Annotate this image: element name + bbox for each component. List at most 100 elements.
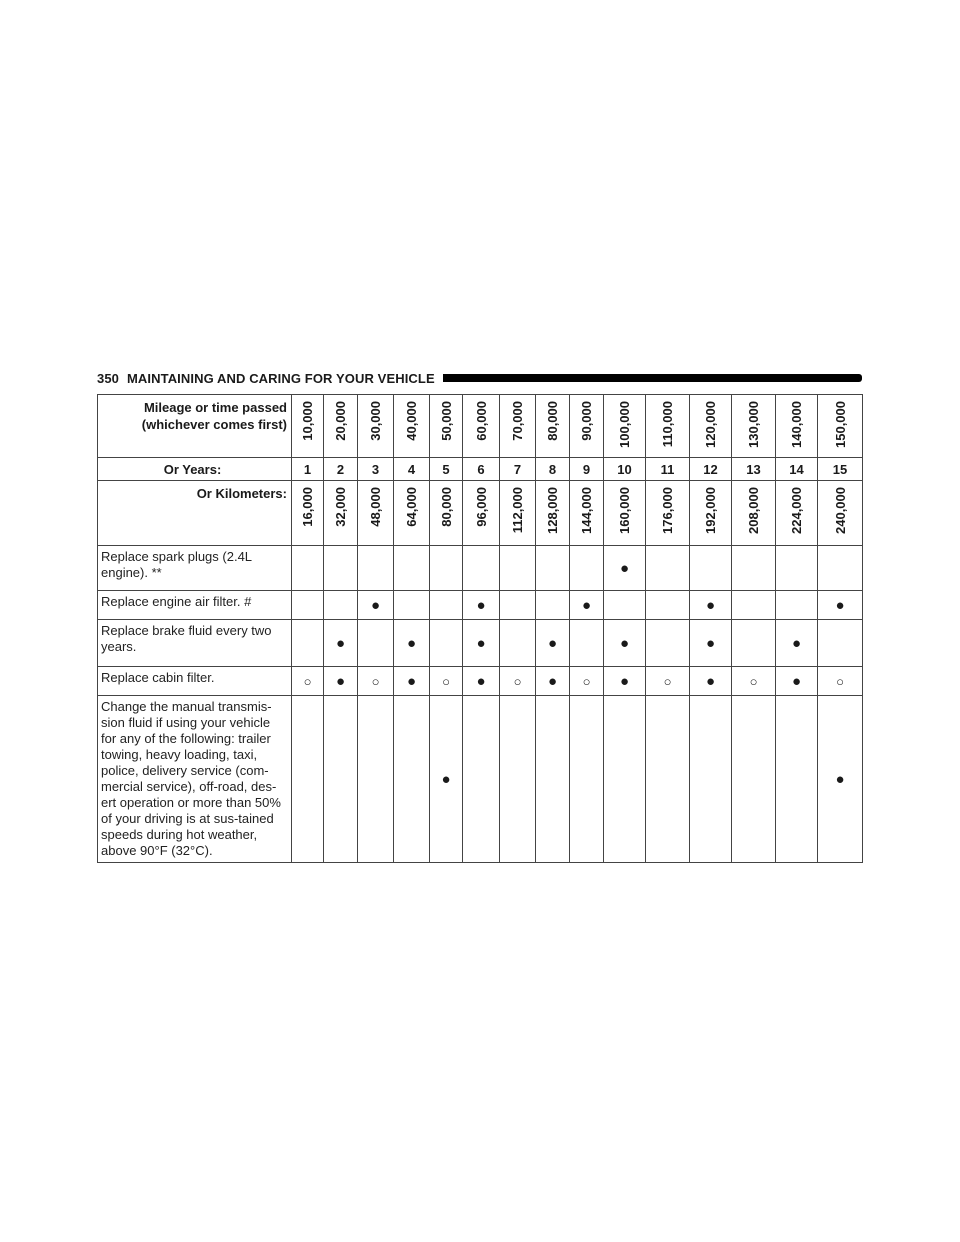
service-optional-mark: ○ — [817, 666, 863, 696]
miles-value: 80,000 — [545, 401, 560, 441]
km-cell: 112,000 — [499, 480, 536, 546]
service-required-mark: ● — [603, 666, 646, 696]
empty-cell — [731, 619, 776, 667]
km-value: 192,000 — [703, 487, 718, 534]
miles-label-line1: Mileage or time passed — [143, 400, 287, 415]
km-value: 112,000 — [510, 487, 525, 534]
empty-cell — [462, 695, 500, 863]
empty-cell — [603, 695, 646, 863]
empty-cell — [731, 590, 776, 620]
miles-cell: 100,000 — [603, 394, 646, 458]
header-rule — [442, 374, 862, 382]
task-label: Change the manual transmis-sion fluid if… — [97, 695, 292, 863]
km-cell: 16,000 — [291, 480, 324, 546]
service-required-mark: ● — [689, 666, 732, 696]
empty-cell — [645, 695, 690, 863]
empty-cell — [462, 545, 500, 591]
km-cell: 32,000 — [323, 480, 358, 546]
miles-cell: 150,000 — [817, 394, 863, 458]
empty-cell — [429, 619, 463, 667]
service-required-mark: ● — [393, 619, 430, 667]
empty-cell — [731, 695, 776, 863]
miles-cell: 120,000 — [689, 394, 732, 458]
miles-value: 50,000 — [438, 401, 454, 441]
km-value: 128,000 — [545, 487, 560, 534]
miles-value: 120,000 — [703, 401, 718, 448]
task-label: Replace brake fluid every two years. — [97, 619, 292, 667]
miles-cell: 30,000 — [357, 394, 394, 458]
km-cell: 224,000 — [775, 480, 818, 546]
km-cell: 176,000 — [645, 480, 690, 546]
empty-cell — [645, 619, 690, 667]
km-cell: 80,000 — [429, 480, 463, 546]
km-value: 240,000 — [832, 487, 848, 534]
service-required-mark: ● — [429, 695, 463, 863]
km-value: 160,000 — [617, 487, 632, 534]
schedule-row: Replace engine air filter. #●●●●● — [97, 590, 863, 620]
miles-label: Mileage or time passed (whichever comes … — [97, 394, 292, 458]
km-value: 96,000 — [473, 487, 489, 527]
km-value: 208,000 — [746, 487, 761, 534]
task-label: Replace cabin filter. — [97, 666, 292, 696]
service-optional-mark: ○ — [291, 666, 324, 696]
empty-cell — [291, 695, 324, 863]
km-cell: 128,000 — [535, 480, 570, 546]
km-cell: 192,000 — [689, 480, 732, 546]
schedule-row: Replace cabin filter.○●○●○●○●○●○●○●○ — [97, 666, 863, 696]
empty-cell — [393, 590, 430, 620]
km-cell: 240,000 — [817, 480, 863, 546]
empty-cell — [357, 619, 394, 667]
empty-cell — [357, 695, 394, 863]
miles-cell: 70,000 — [499, 394, 536, 458]
year-cell: 8 — [535, 457, 570, 481]
empty-cell — [291, 545, 324, 591]
miles-header-row: Mileage or time passed (whichever comes … — [97, 394, 863, 458]
service-optional-mark: ○ — [731, 666, 776, 696]
empty-cell — [689, 545, 732, 591]
miles-value: 30,000 — [368, 401, 383, 441]
empty-cell — [569, 695, 604, 863]
miles-value: 10,000 — [300, 401, 315, 441]
km-label: Or Kilometers: — [97, 480, 292, 546]
empty-cell — [535, 590, 570, 620]
empty-cell — [535, 545, 570, 591]
service-required-mark: ● — [535, 619, 570, 667]
page-number: 350 — [97, 370, 119, 386]
empty-cell — [817, 619, 863, 667]
year-cell: 1 — [291, 457, 324, 481]
service-required-mark: ● — [689, 619, 732, 667]
service-required-mark: ● — [817, 590, 863, 620]
empty-cell — [645, 545, 690, 591]
empty-cell — [291, 590, 324, 620]
year-cell: 6 — [462, 457, 500, 481]
service-required-mark: ● — [603, 545, 646, 591]
service-optional-mark: ○ — [499, 666, 536, 696]
service-optional-mark: ○ — [429, 666, 463, 696]
empty-cell — [291, 619, 324, 667]
year-cell: 10 — [603, 457, 646, 481]
page-header: 350 MAINTAINING AND CARING FOR YOUR VEHI… — [97, 370, 862, 386]
miles-value: 70,000 — [510, 401, 525, 441]
empty-cell — [775, 695, 818, 863]
empty-cell — [817, 545, 863, 591]
miles-cell: 50,000 — [429, 394, 463, 458]
service-required-mark: ● — [357, 590, 394, 620]
miles-cell: 140,000 — [775, 394, 818, 458]
empty-cell — [499, 545, 536, 591]
empty-cell — [429, 545, 463, 591]
empty-cell — [775, 545, 818, 591]
service-required-mark: ● — [569, 590, 604, 620]
km-value: 176,000 — [660, 487, 675, 534]
service-optional-mark: ○ — [357, 666, 394, 696]
miles-value: 40,000 — [404, 401, 419, 441]
year-cell: 7 — [499, 457, 536, 481]
task-label: Replace engine air filter. # — [97, 590, 292, 620]
empty-cell — [357, 545, 394, 591]
service-required-mark: ● — [323, 666, 358, 696]
empty-cell — [429, 590, 463, 620]
empty-cell — [323, 695, 358, 863]
km-value: 16,000 — [300, 487, 315, 527]
miles-value: 90,000 — [579, 401, 594, 441]
